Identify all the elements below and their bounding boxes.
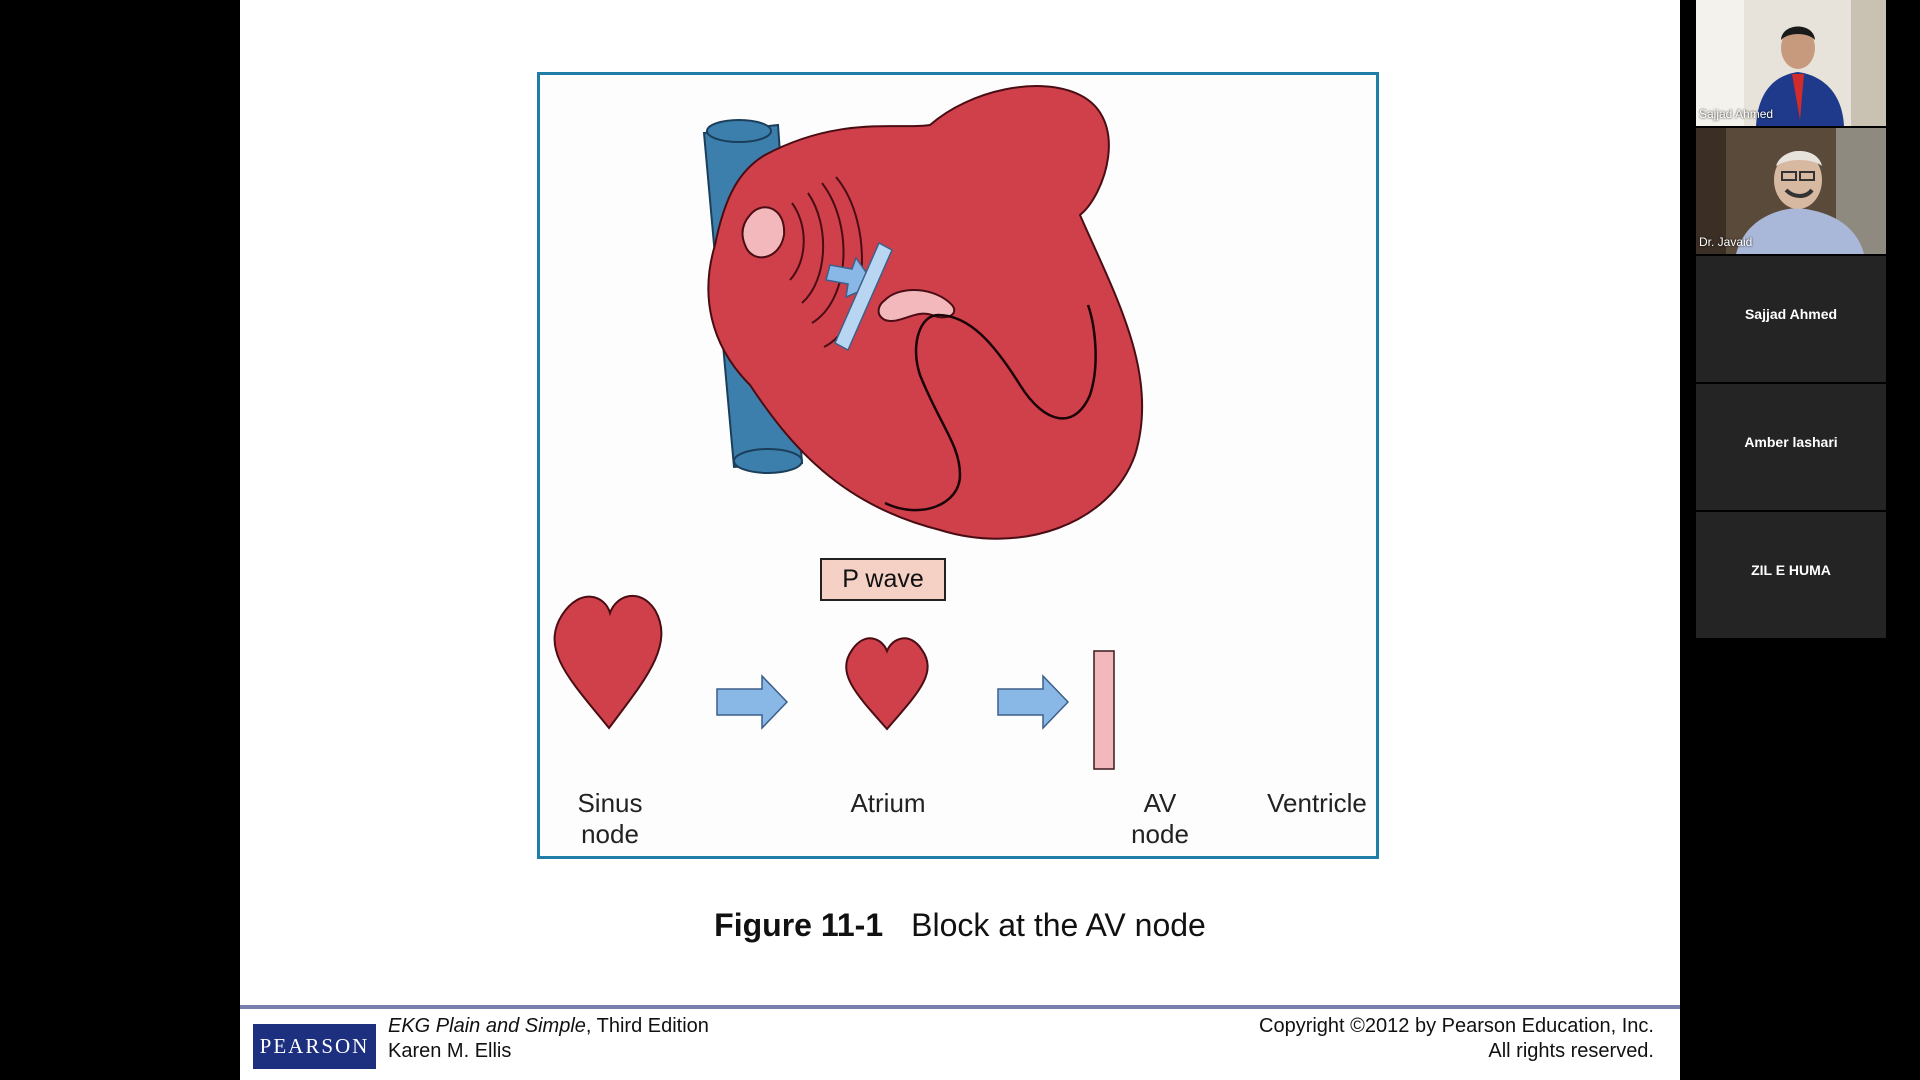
figure-caption: Figure 11-1 Block at the AV node [240, 907, 1680, 944]
av-node-label: AV node [1131, 788, 1189, 849]
atrium-heart-icon [845, 637, 929, 731]
participant-tile-video[interactable]: Sajjad Ahmed [1696, 0, 1886, 126]
participant-name: Amber lashari [1744, 434, 1838, 450]
atrium-label: Atrium [850, 788, 926, 818]
sinus-heart-icon [553, 594, 663, 730]
p-wave-label: P wave [820, 558, 946, 601]
participant-panel: Sajjad Ahmed Dr. Javaid Sajjad Ahmed Amb… [1696, 0, 1886, 638]
participant-video-feed [1696, 0, 1886, 126]
arrow-right-icon [997, 674, 1070, 730]
figure-frame: P wave Sinus node Atrium AV node Ventric… [537, 72, 1379, 859]
participant-name: Dr. Javaid [1699, 235, 1753, 249]
participant-tile[interactable]: Sajjad Ahmed [1696, 256, 1886, 382]
presentation-slide: P wave Sinus node Atrium AV node Ventric… [240, 0, 1680, 1080]
bundle-branch-lines [884, 304, 1097, 512]
ventricle-label: Ventricle [1267, 788, 1367, 818]
book-title: EKG Plain and Simple [388, 1015, 586, 1037]
footer-divider [240, 1005, 1680, 1009]
book-edition: , Third Edition [585, 1015, 709, 1037]
figure-number: Figure 11-1 [714, 907, 884, 943]
participant-name: ZIL E HUMA [1751, 562, 1831, 578]
copyright-notice: Copyright ©2012 by Pearson Education, In… [1259, 1015, 1654, 1062]
participant-name: Sajjad Ahmed [1744, 306, 1838, 322]
block-bar [834, 241, 893, 352]
heart-conduction-diagram [553, 85, 1144, 770]
sinus-node-label: Sinus node [577, 788, 643, 849]
pearson-logo: PEARSON [253, 1024, 376, 1069]
arrow-right-icon [716, 674, 789, 730]
av-node-bar [1093, 650, 1115, 770]
sinus-node-shape [741, 206, 786, 259]
book-author: Karen M. Ellis [388, 1040, 512, 1062]
participant-tile-video[interactable]: Dr. Javaid [1696, 128, 1886, 254]
participant-tile[interactable]: ZIL E HUMA [1696, 512, 1886, 638]
figure-title: Block at the AV node [911, 907, 1206, 943]
book-info: EKG Plain and Simple, Third Edition Kare… [388, 1014, 709, 1064]
participant-video-feed [1696, 128, 1886, 254]
participant-name: Sajjad Ahmed [1699, 107, 1774, 121]
participant-tile[interactable]: Amber lashari [1696, 384, 1886, 510]
